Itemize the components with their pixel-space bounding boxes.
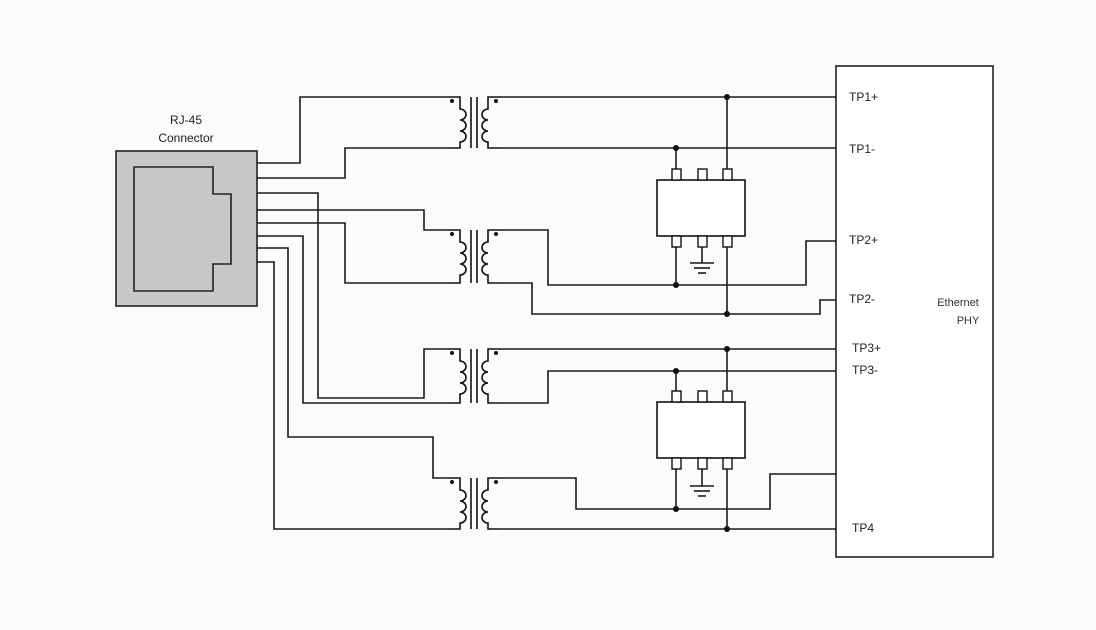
rj45-connector [115, 150, 258, 307]
pin-label-tp1-plus: TP1+ [849, 90, 878, 104]
pin-label-tp2-minus: TP2- [849, 292, 875, 306]
connector-label-line1: RJ-45 [170, 113, 202, 127]
transformer-3 [448, 348, 500, 404]
connector-label-line2: Connector [158, 131, 213, 145]
transformer-2 [448, 229, 500, 284]
pin-label-tp4: TP4 [852, 521, 874, 535]
junction-dots [673, 94, 730, 532]
ethernet-phy [835, 65, 994, 558]
phy-label-line1: Ethernet [937, 297, 979, 309]
pin-label-tp3-minus: TP3- [852, 363, 878, 377]
pin-label-tp2-plus: TP2+ [849, 233, 878, 247]
pin-label-tp1-minus: TP1- [849, 142, 875, 156]
transformer-1 [448, 96, 500, 149]
phy-label-line2: PHY [957, 315, 980, 327]
protection-ic-2 [656, 349, 746, 529]
phy-wiring [500, 96, 836, 530]
transformer-4 [448, 477, 500, 530]
pin-label-tp3-plus: TP3+ [852, 341, 881, 355]
connector-wiring [257, 96, 448, 530]
protection-ic-1 [656, 97, 746, 314]
